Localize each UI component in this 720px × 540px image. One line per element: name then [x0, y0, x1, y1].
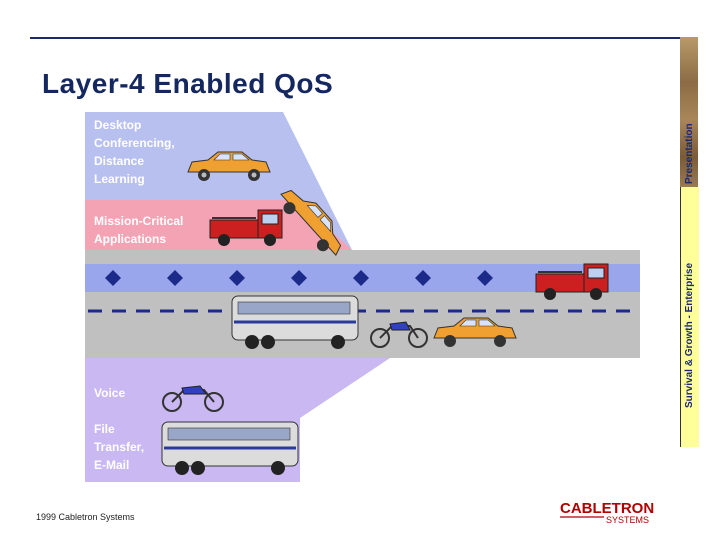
lane-markers: [105, 270, 493, 286]
lane-label-mission-critical: Mission-Critical Applications: [94, 214, 184, 246]
bus-icon: [231, 295, 359, 349]
lane-marker: [105, 270, 121, 286]
lane-marker: [291, 270, 307, 286]
sidebar: [680, 37, 699, 447]
sidebar-photo: [680, 37, 698, 187]
svg-text:SYSTEMS: SYSTEMS: [606, 515, 649, 525]
lane-label-file-transfer: File Transfer, E-Mail: [94, 422, 145, 472]
motorcycle-icon: [370, 321, 428, 348]
lane-marker: [477, 270, 493, 286]
footer-copyright: 1999 Cabletron Systems: [36, 512, 135, 522]
sidebar-panel: [680, 187, 699, 447]
car-icon: [187, 151, 271, 181]
lane-label-voice: Voice: [94, 386, 126, 400]
fire-truck-icon: [209, 209, 283, 246]
svg-text:CABLETRON: CABLETRON: [560, 500, 654, 517]
lane-voice: [85, 358, 390, 418]
lane-marker: [167, 270, 183, 286]
cabletron-logo: CABLETRON SYSTEMS: [560, 500, 654, 525]
top-rule: [30, 37, 680, 39]
car-icon: [280, 189, 342, 257]
lane-marker: [353, 270, 369, 286]
car-icon: [433, 317, 517, 347]
bus-icon: [161, 421, 299, 475]
lane-label-desktop: Desktop Conferencing, Distance Learning: [94, 118, 175, 186]
page-title: Layer-4 Enabled QoS: [42, 68, 334, 99]
lane-marker: [415, 270, 431, 286]
lane-marker: [229, 270, 245, 286]
motorcycle-icon: [162, 385, 224, 412]
fire-truck-icon: [535, 263, 609, 300]
